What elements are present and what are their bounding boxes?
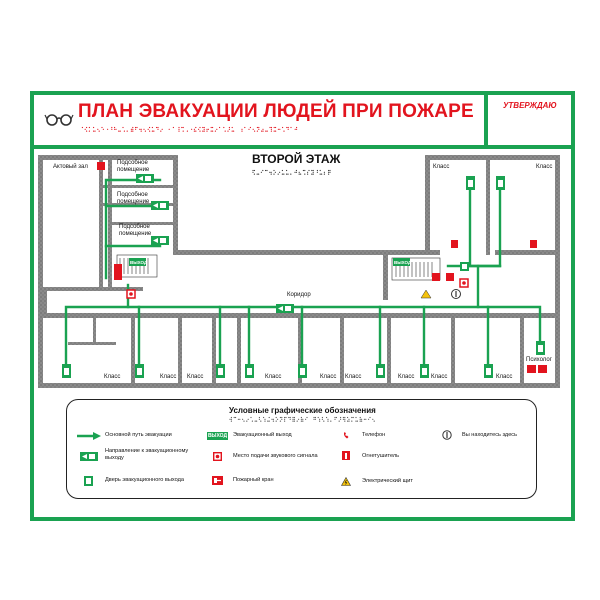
electrical-panel-icon (420, 289, 432, 299)
legend-phone: Телефон (362, 432, 386, 438)
legend-extinguisher: Огнетушитель (362, 453, 400, 459)
header-divider (484, 92, 488, 145)
legend-door: Дверь эвакуационного выхода (105, 477, 185, 483)
room-class-b8: Класс (431, 374, 448, 380)
legend-fire-hydrant: Пожарный кран (233, 477, 274, 483)
header-divider-bottom (30, 145, 575, 149)
direction-signs (62, 174, 545, 378)
room-class-top-1: Класс (433, 164, 450, 170)
room-class-b4: Класс (265, 374, 282, 380)
legend-sound-alarm: Место подачи звукового сигнала (233, 453, 318, 459)
sound-alarm-icon (213, 452, 222, 461)
you-are-here-legend-icon (442, 430, 452, 440)
room-corridor: Коридор (287, 292, 311, 298)
legend-exit: Эвакуационный выход (233, 432, 292, 438)
phone-icon (342, 431, 351, 440)
room-class-b3: Класс (187, 374, 204, 380)
legend-main-route: Основной путь эвакуации (105, 432, 172, 438)
legend-title: Условные графические обозначения (229, 406, 376, 415)
plan-title: ПЛАН ЭВАКУАЦИИ ЛЮДЕЙ ПРИ ПОЖАРЕ (78, 101, 474, 122)
room-assembly-hall: Актовый зал (53, 164, 88, 170)
direction-sign-icon (80, 452, 98, 461)
fire-hydrant-icon (212, 476, 223, 485)
braille-title: /* placeholder */ (81, 126, 298, 132)
room-class-b2: Класс (160, 374, 177, 380)
room-class-top-2: Класс (536, 164, 553, 170)
building-walls (38, 155, 560, 388)
safety-symbols (97, 162, 547, 373)
legend-you-are-here: Вы находитесь здесь (462, 432, 518, 438)
room-class-b6: Класс (345, 374, 362, 380)
exit-sign-right: ВЫХОД (394, 260, 412, 265)
exit-sign-left: ВЫХОД (130, 260, 148, 265)
room-utility-1: Подсобное помещение (117, 160, 150, 173)
room-utility-2: Подсобное помещение (117, 192, 150, 205)
legend-direction: Направление к эвакуационному выходу (105, 448, 189, 461)
exit-badge-icon: ВЫХОД (207, 432, 228, 440)
braille-floor-title (252, 169, 331, 175)
main-route-icon (77, 432, 101, 440)
you-are-here-icon (451, 289, 461, 299)
room-class-b5: Класс (320, 374, 337, 380)
room-class-b7: Класс (398, 374, 415, 380)
exit-signs (129, 258, 410, 266)
electrical-panel-legend-icon (341, 477, 351, 486)
legend-box (66, 399, 537, 499)
glasses-icon (44, 114, 74, 126)
room-psychologist: Психолог (526, 357, 552, 363)
exit-door-icon (84, 476, 93, 486)
room-utility-3: Подсобное помещение (119, 224, 152, 237)
legend-electrical-panel: Электрический щит (362, 478, 413, 484)
floor-title: ВТОРОЙ ЭТАЖ (252, 152, 341, 166)
extinguisher-icon (342, 451, 350, 460)
approval-label: УТВЕРЖДАЮ (503, 101, 557, 110)
room-class-b1: Класс (104, 374, 121, 380)
room-class-b9: Класс (496, 374, 513, 380)
legend-braille (229, 416, 375, 422)
